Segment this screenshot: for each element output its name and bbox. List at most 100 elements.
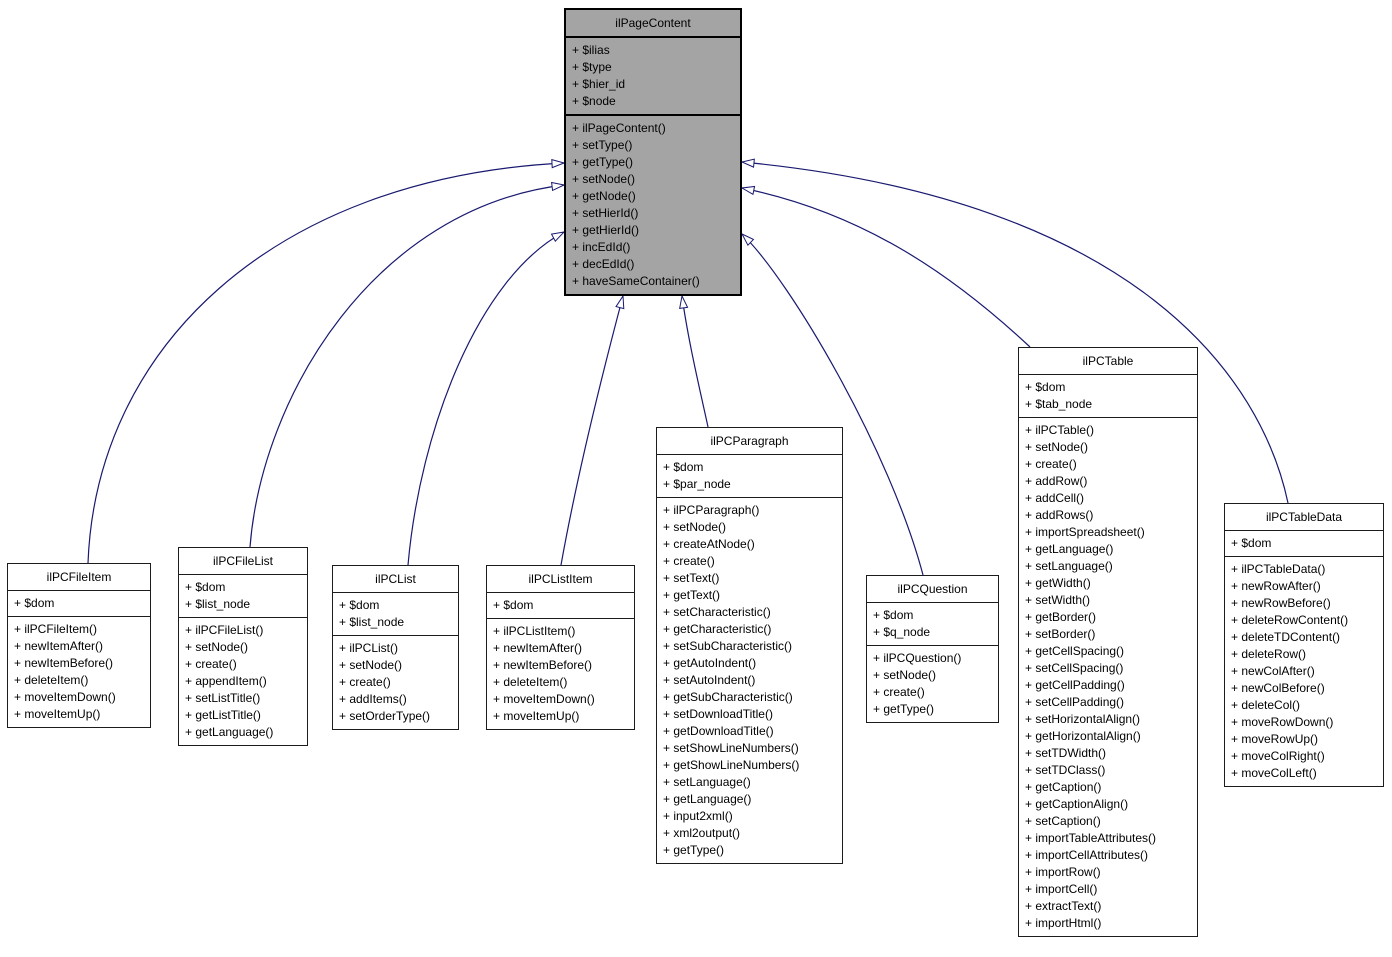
class-title: ilPCTable (1082, 354, 1134, 368)
method-row: + addRows() (1025, 508, 1094, 522)
attribute-row: + $dom (1025, 380, 1066, 394)
method-row: + newRowAfter() (1231, 579, 1321, 593)
method-row: + appendItem() (185, 674, 267, 688)
class-title: ilPageContent (615, 16, 691, 30)
method-row: + setNode() (185, 640, 249, 654)
method-row: + importSpreadsheet() (1025, 525, 1145, 539)
inheritance-edge-ilPCListItem-to-ilPageContent (560, 296, 623, 566)
inheritance-edge-ilPCParagraph-to-ilPageContent (682, 296, 709, 428)
class-box-ilPCParagraph[interactable]: ilPCParagraph + $dom + $par_node + ilPCPara… (656, 427, 843, 864)
method-row: + ilPCFileList() (185, 623, 264, 637)
attribute-row: + $dom (14, 596, 55, 610)
method-row: + deleteRow() (1231, 647, 1307, 661)
method-row: + create() (1025, 457, 1077, 471)
method-row: + newItemBefore() (493, 658, 593, 672)
method-row: + moveItemUp() (14, 707, 101, 721)
method-row: + setBorder() (1025, 627, 1096, 641)
method-row: + importTableAttributes() (1025, 831, 1157, 845)
method-row: + getCellPadding() (1025, 678, 1125, 692)
attributes-section: + $dom + $par_node (657, 454, 842, 498)
attribute-row: + $list_node (339, 615, 405, 629)
method-row: + addCell() (1025, 491, 1085, 505)
method-row: + getType() (873, 702, 935, 716)
methods-section: + ilPCParagraph()+ setNode()+ createAtNo… (657, 498, 842, 863)
class-box-ilPCTableData[interactable]: ilPCTableData+ $dom+ ilPCTableData()+ ne… (1224, 503, 1384, 787)
attribute-row: + $dom (1231, 536, 1272, 550)
attributes-section: + $dom (1225, 530, 1383, 557)
method-row: + moveRowDown() (1231, 715, 1334, 729)
method-row: + deleteItem() (493, 675, 568, 689)
method-row: + deleteRowContent() (1231, 613, 1349, 627)
attribute-row: + $node (572, 94, 616, 108)
method-row: + ilPCListItem() (493, 624, 576, 638)
method-row: + ilPCQuestion() (873, 651, 962, 665)
method-row: + getCaptionAlign() (1025, 797, 1129, 811)
method-row: + addItems() (339, 692, 407, 706)
method-row: + setCaption() (1025, 814, 1101, 828)
attribute-row: + $q_node (873, 625, 931, 639)
method-row: + getText() (663, 588, 721, 602)
method-row: + importRow() (1025, 865, 1101, 879)
method-row: + setLanguage() (1025, 559, 1113, 573)
attributes-section: + $dom + $tab_node (1019, 374, 1197, 418)
method-row: + setCharacteristic() (663, 605, 771, 619)
attribute-row: + $dom (663, 460, 704, 474)
method-row: + setTDWidth() (1025, 746, 1107, 760)
method-row: + getListTitle() (185, 708, 261, 722)
method-row: + getLanguage() (663, 792, 752, 806)
attributes-section: + $dom (487, 592, 634, 619)
method-row: + getBorder() (1025, 610, 1097, 624)
method-row: + getType() (663, 843, 725, 857)
class-title: ilPCFileItem (46, 570, 112, 584)
method-row: + getAutoIndent() (663, 656, 757, 670)
class-title: ilPCParagraph (710, 434, 789, 448)
method-row: + setNode() (663, 520, 727, 534)
class-box-ilPCQuestion[interactable]: ilPCQuestion+ $dom+ $q_node+ ilPCQuestio… (866, 575, 999, 723)
method-row: + getHorizontalAlign() (1025, 729, 1141, 743)
class-box-ilPCFileList[interactable]: ilPCFileList+ $dom+ $list_node+ ilPCFile… (178, 547, 308, 746)
attribute-row: + $dom (339, 598, 380, 612)
method-row: + moveColRight() (1231, 749, 1325, 763)
method-row: + deleteItem() (14, 673, 89, 687)
methods-section: + ilPCFileList() + setNode() + create() + a… (179, 618, 307, 745)
method-row: + importCellAttributes() (1025, 848, 1149, 862)
class-box-ilPCTable[interactable]: ilPCTable+ $dom+ $tab_node+ ilPCTable()+… (1018, 347, 1198, 937)
method-row: + setHierId() (572, 206, 639, 220)
method-row: + moveItemUp() (493, 709, 580, 723)
inheritance-edge-ilPCTable-to-ilPageContent (742, 188, 1031, 348)
method-row: + getCellSpacing() (1025, 644, 1125, 658)
method-row: + addRow() (1025, 474, 1088, 488)
method-row: + setText() (663, 571, 720, 585)
class-box-ilPageContent[interactable]: ilPageContent + $ilias+ $type+ $hier_id+ … (564, 8, 742, 296)
class-box-ilPCList[interactable]: ilPCList + $dom + $list_node + ilPCList() + … (332, 565, 459, 730)
method-row: + setWidth() (1025, 593, 1091, 607)
method-row: + ilPCList() (339, 641, 399, 655)
method-row: + setListTitle() (185, 691, 261, 705)
class-box-ilPCFileItem[interactable]: ilPCFileItem+ $dom+ ilPCFileItem()+ newI… (7, 563, 151, 728)
method-row: + newItemAfter() (14, 639, 104, 653)
class-title: ilPCList (375, 572, 416, 586)
attribute-row: + $par_node (663, 477, 731, 491)
method-row: + getSubCharacteristic() (663, 690, 793, 704)
method-row: + moveItemDown() (493, 692, 595, 706)
method-row: + setType() (572, 138, 633, 152)
inheritance-edge-ilPCFileItem-to-ilPageContent (87, 163, 564, 564)
attributes-section: + $ilias+ $type+ $hier_id+ $node (566, 36, 740, 116)
method-row: + setLanguage() (663, 775, 751, 789)
method-row: + getDownloadTitle() (663, 724, 774, 738)
method-row: + create() (663, 554, 715, 568)
method-row: + setCellPadding() (1025, 695, 1125, 709)
method-row: + create() (185, 657, 237, 671)
method-row: + setHorizontalAlign() (1025, 712, 1141, 726)
method-row: + decEdId() (572, 257, 635, 271)
method-row: + newItemBefore() (14, 656, 114, 670)
method-row: + setTDClass() (1025, 763, 1106, 777)
method-row: + ilPageContent() (572, 121, 666, 135)
method-row: + setCellSpacing() (1025, 661, 1124, 675)
method-row: + create() (339, 675, 391, 689)
methods-section: + ilPageContent()+ setType()+ getType()+… (566, 116, 740, 294)
attribute-row: + $tab_node (1025, 397, 1093, 411)
method-row: + getCaption() (1025, 780, 1102, 794)
attribute-row: + $dom (493, 598, 534, 612)
class-box-ilPCListItem[interactable]: ilPCListItem+ $dom+ ilPCListItem()+ newI… (486, 565, 635, 730)
